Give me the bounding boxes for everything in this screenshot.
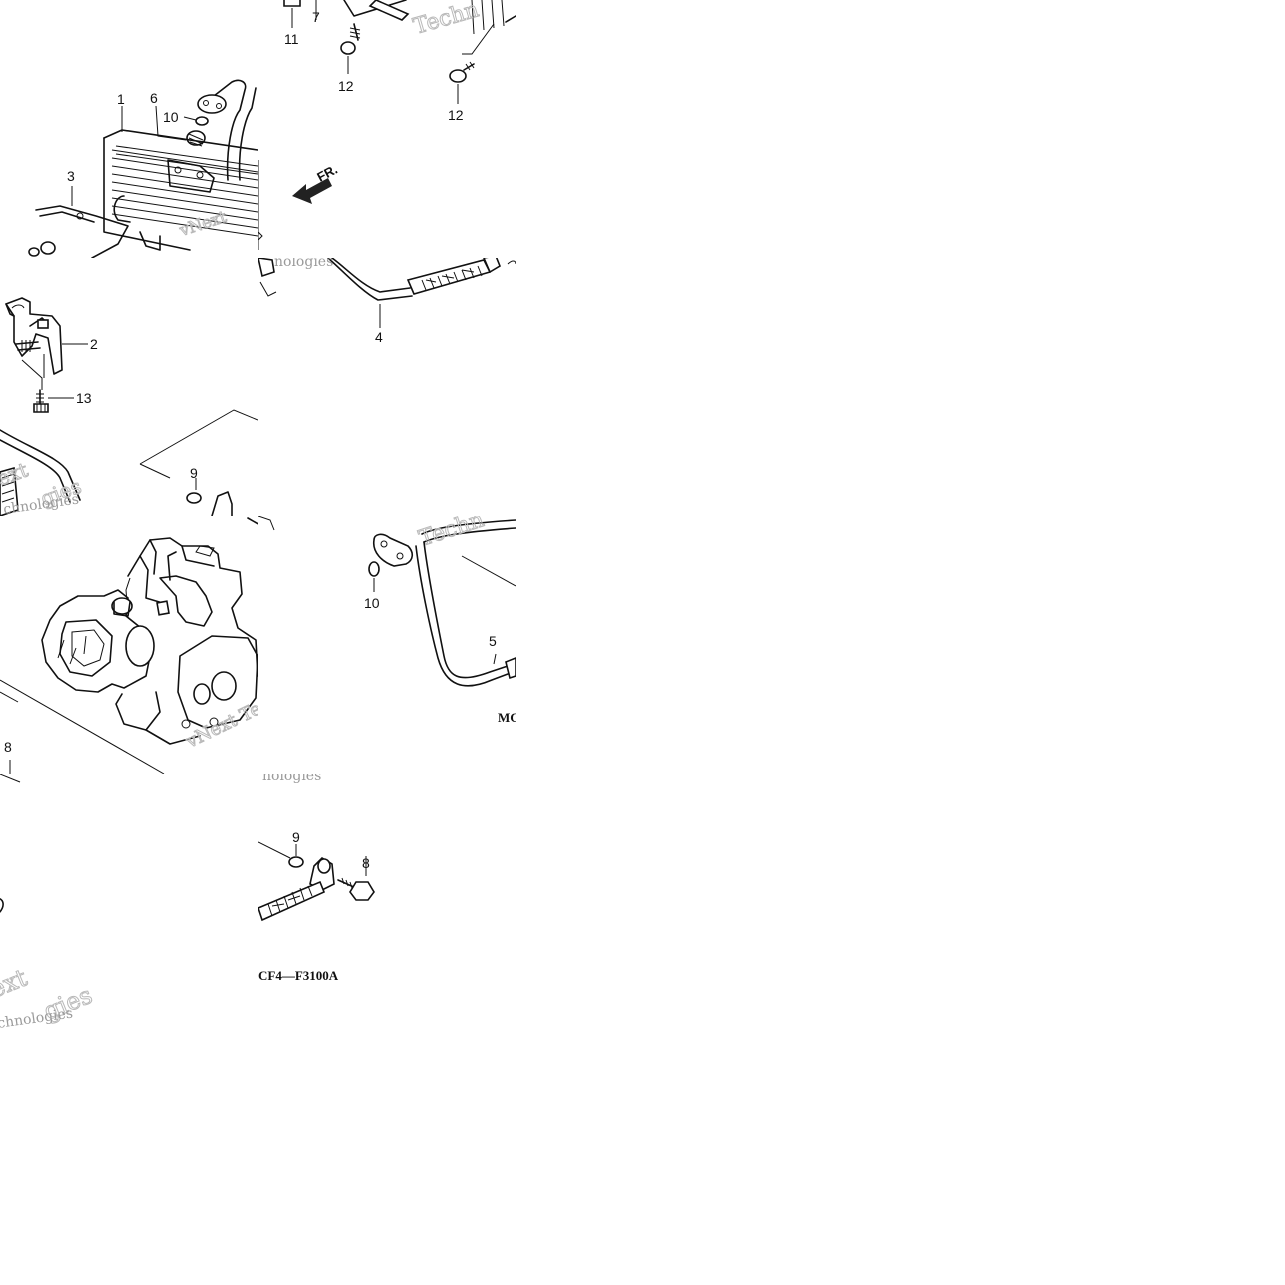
- cooler-stay-2: [5, 297, 63, 390]
- engine-oil-filter-housing: [177, 635, 258, 729]
- callout-9-left: 9: [190, 465, 198, 481]
- callout-13: 13: [76, 390, 92, 406]
- callout-7: 7: [312, 9, 320, 25]
- watermark-xt-lower: ext: [0, 963, 31, 1003]
- callout-11: 11: [284, 31, 299, 47]
- callout-6: 6: [150, 90, 158, 106]
- nut-11: [283, 0, 301, 28]
- engine-drawing: 8 vNext Tec: [0, 517, 258, 774]
- bolt-12-right: [449, 61, 475, 104]
- watermark-techn-mid: Techn: [416, 516, 487, 552]
- callout-1: 1: [117, 91, 125, 107]
- tile-engine: 8 vNext Tec: [0, 516, 258, 774]
- bolts-drawing: FR. 11 7 12 12 Techn: [258, 0, 516, 250]
- oil-pipe-5: [372, 519, 516, 687]
- bolt-12-left: [340, 23, 361, 74]
- bolt-8-top: [247, 517, 258, 525]
- callout-5: 5: [489, 633, 497, 649]
- hose-end-drawing: 9 8 CF4—F3100A nologies: [258, 774, 375, 983]
- callout-4: 4: [375, 329, 383, 345]
- hose-fitting-lower: [258, 856, 335, 922]
- bracket-3: [35, 205, 129, 258]
- tile-bolts: FR. 11 7 12 12 Techn: [258, 0, 516, 258]
- diagram-code: CF4—F3100A: [258, 968, 339, 983]
- diagram-code-mc: MC: [498, 710, 516, 725]
- washer-10: [195, 116, 209, 126]
- tile-stay: 2 13 9 ext gies chnologies: [0, 258, 258, 516]
- callout-8-left: 8: [4, 739, 12, 755]
- washer-10-lower: [368, 561, 380, 577]
- engine-crankcase: [41, 589, 201, 745]
- tile-pipe-5: 10 5 MC Techn: [258, 516, 516, 774]
- watermark-nologies-top: nologies: [274, 258, 333, 270]
- stay-drawing: 2 13 9 ext gies chnologies: [0, 297, 258, 516]
- lower-left-drawing: ext gies chnologies: [0, 774, 97, 1032]
- callout-8-right: 8: [362, 855, 370, 871]
- hose-fitting-6: [186, 130, 206, 147]
- watermark-next-tec: vNext Tec: [182, 694, 258, 753]
- pipe-flange: [197, 94, 227, 114]
- oil-cooler-drawing: 1 6 10 3 vNext: [28, 79, 258, 258]
- hose-4-drawing: 4 nologies: [258, 258, 516, 345]
- callout-2: 2: [90, 336, 98, 352]
- callout-12-left: 12: [338, 78, 354, 94]
- tile-lower-left: ext gies chnologies: [0, 774, 258, 1032]
- callout-3: 3: [67, 168, 75, 184]
- bolt-13: [33, 389, 49, 413]
- callout-9-right: 9: [292, 829, 300, 845]
- washer-9-right: [288, 856, 304, 868]
- front-direction-arrow: FR.: [292, 162, 340, 204]
- front-arrow-label: FR.: [314, 162, 340, 185]
- washer-9-left: [186, 492, 202, 504]
- pipe-5-drawing: 10 5 MC Techn: [258, 516, 516, 725]
- tile-hose-4: 4 nologies: [258, 258, 516, 516]
- callout-10-lower: 10: [364, 595, 380, 611]
- tile-hose-end: 9 8 CF4—F3100A nologies: [258, 774, 516, 1032]
- watermark-nologies-lower: nologies: [262, 774, 321, 784]
- bolt-8-right: [337, 856, 375, 901]
- callout-10: 10: [163, 109, 179, 125]
- engine-cylinder-block: [125, 537, 258, 677]
- watermark-chnologies-lower: chnologies: [0, 1006, 74, 1032]
- tile-oil-cooler: 1 6 10 3 vNext: [0, 0, 258, 258]
- watermark-techn-top: Techn: [411, 0, 482, 40]
- callout-12-right: 12: [448, 107, 464, 123]
- oil-hose-4: [406, 258, 501, 295]
